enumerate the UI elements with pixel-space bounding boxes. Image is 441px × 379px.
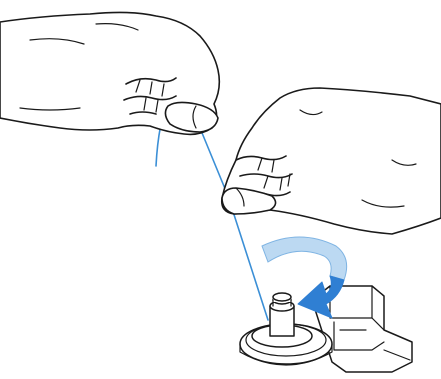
right-hand (222, 88, 441, 234)
left-hand (0, 12, 219, 134)
